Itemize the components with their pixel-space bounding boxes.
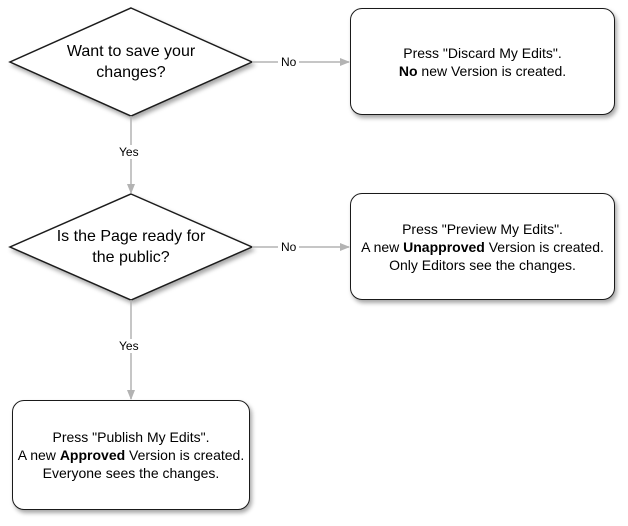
discard-line1: Press "Discard My Edits". xyxy=(403,44,562,61)
decision-save-line1: Want to save your xyxy=(66,43,196,60)
edge-label-no-ready: No xyxy=(278,240,300,254)
outcome-preview-box: Press "Preview My Edits". A new Unapprov… xyxy=(350,193,615,300)
preview-line3: Only Editors see the changes. xyxy=(389,256,576,273)
decision-ready-line2: the public? xyxy=(92,249,170,266)
publish-line1: Press "Publish My Edits". xyxy=(52,429,210,445)
publish-line2-bold: Approved xyxy=(59,447,126,463)
decision-text-ready: Is the Page ready for the public? xyxy=(30,225,232,269)
preview-line2-rest: Version is created. xyxy=(484,238,604,255)
discard-line2: No new Version is created. xyxy=(399,62,566,80)
preview-line1: Press "Preview My Edits". xyxy=(402,220,563,237)
discard-line2-rest: new Version is created. xyxy=(417,62,567,79)
edge-label-yes-save: Yes xyxy=(116,145,142,159)
publish-line2: A new Approved Version is created. xyxy=(18,446,244,464)
publish-line2-pre: A new xyxy=(17,447,60,463)
decision-ready-line1: Is the Page ready for xyxy=(56,228,206,245)
preview-line2-bold: Unapproved xyxy=(403,238,485,255)
preview-line2: A new Unapproved Version is created. xyxy=(361,238,604,256)
decision-text-save: Want to save your changes? xyxy=(30,40,232,84)
preview-line2-pre: A new xyxy=(361,238,404,255)
outcome-discard-box: Press "Discard My Edits". No new Version… xyxy=(350,8,615,115)
publish-line3: Everyone sees the changes. xyxy=(42,465,220,481)
discard-line2-bold: No xyxy=(398,62,418,79)
decision-save-line2: changes? xyxy=(96,64,166,81)
edge-label-no-save: No xyxy=(278,55,300,69)
edge-label-yes-ready: Yes xyxy=(116,339,142,353)
outcome-publish-box: Press "Publish My Edits". A new Approved… xyxy=(12,400,250,510)
publish-line2-rest: Version is created. xyxy=(125,447,245,463)
